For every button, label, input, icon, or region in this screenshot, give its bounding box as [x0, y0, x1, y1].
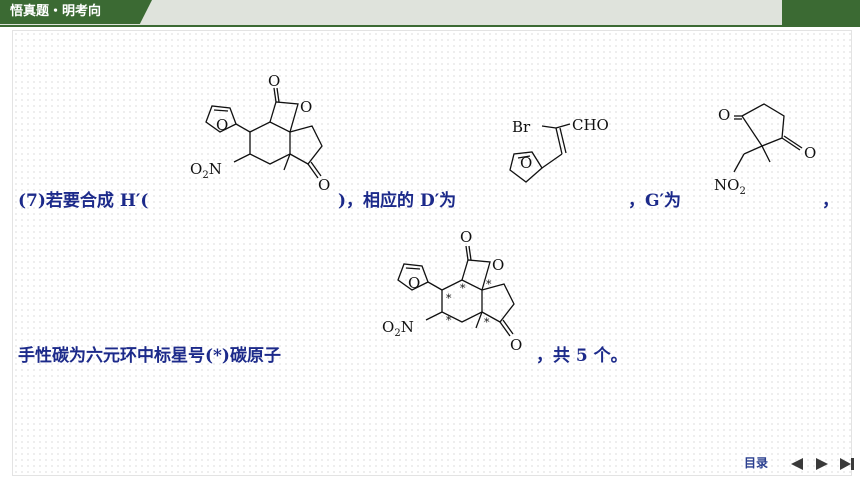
- chiral-star-4: *: [446, 314, 452, 327]
- structure-starred: O O O O O2N * * * * *: [382, 228, 522, 354]
- question-text-dprime: )，相应的 D′为: [338, 191, 457, 211]
- header-title: 悟真题・明考向: [0, 0, 152, 24]
- d-bromo-label: Br: [512, 118, 531, 136]
- s-furan-o: O: [408, 274, 420, 292]
- structure-h-prime: O O O O O2N: [190, 72, 330, 194]
- h-lactone-ring-o: O: [300, 98, 312, 116]
- structure-d-prime: Br CHO O: [509, 116, 609, 183]
- chiral-star-5: *: [484, 316, 490, 329]
- d-aldehyde-label: CHO: [572, 116, 609, 134]
- answer-text-prefix: 手性碳为六元环中标星号(*)碳原子: [18, 346, 281, 366]
- g-ketone-o1: O: [718, 106, 730, 124]
- h-ketone-o: O: [318, 176, 330, 194]
- chiral-star-3: *: [486, 278, 492, 291]
- s-lactone-ring-o: O: [492, 256, 504, 274]
- last-page-icon[interactable]: [838, 456, 856, 472]
- s-ketone-o: O: [510, 336, 522, 354]
- s-lactone-carbonyl-o: O: [460, 228, 472, 246]
- prev-page-icon[interactable]: [789, 456, 805, 472]
- chiral-star-2: *: [460, 282, 466, 295]
- toc-button[interactable]: 目录: [744, 456, 769, 470]
- d-furan-o: O: [520, 154, 532, 172]
- h-furan-o: O: [216, 116, 228, 134]
- s-nitro-label: O2N: [382, 318, 414, 339]
- g-nitro-label: NO2: [714, 176, 746, 197]
- g-ketone-o2: O: [804, 144, 816, 162]
- next-page-icon[interactable]: [814, 456, 830, 472]
- h-nitro-label: O2N: [190, 160, 222, 181]
- answer-text-suffix: ，共 5 个。: [536, 346, 628, 366]
- content-frame: [12, 30, 852, 476]
- chiral-star-1: *: [446, 292, 452, 305]
- h-lactone-carbonyl-o: O: [268, 72, 280, 90]
- header-divider: [0, 25, 782, 27]
- structure-g-prime: O O NO2: [714, 103, 816, 197]
- question-text-end: ，: [822, 191, 839, 211]
- question-text-prefix: (7)若要合成 H′(: [18, 191, 149, 211]
- header-corner-block: [782, 0, 860, 27]
- question-text-gprime: ，G′为: [628, 191, 682, 211]
